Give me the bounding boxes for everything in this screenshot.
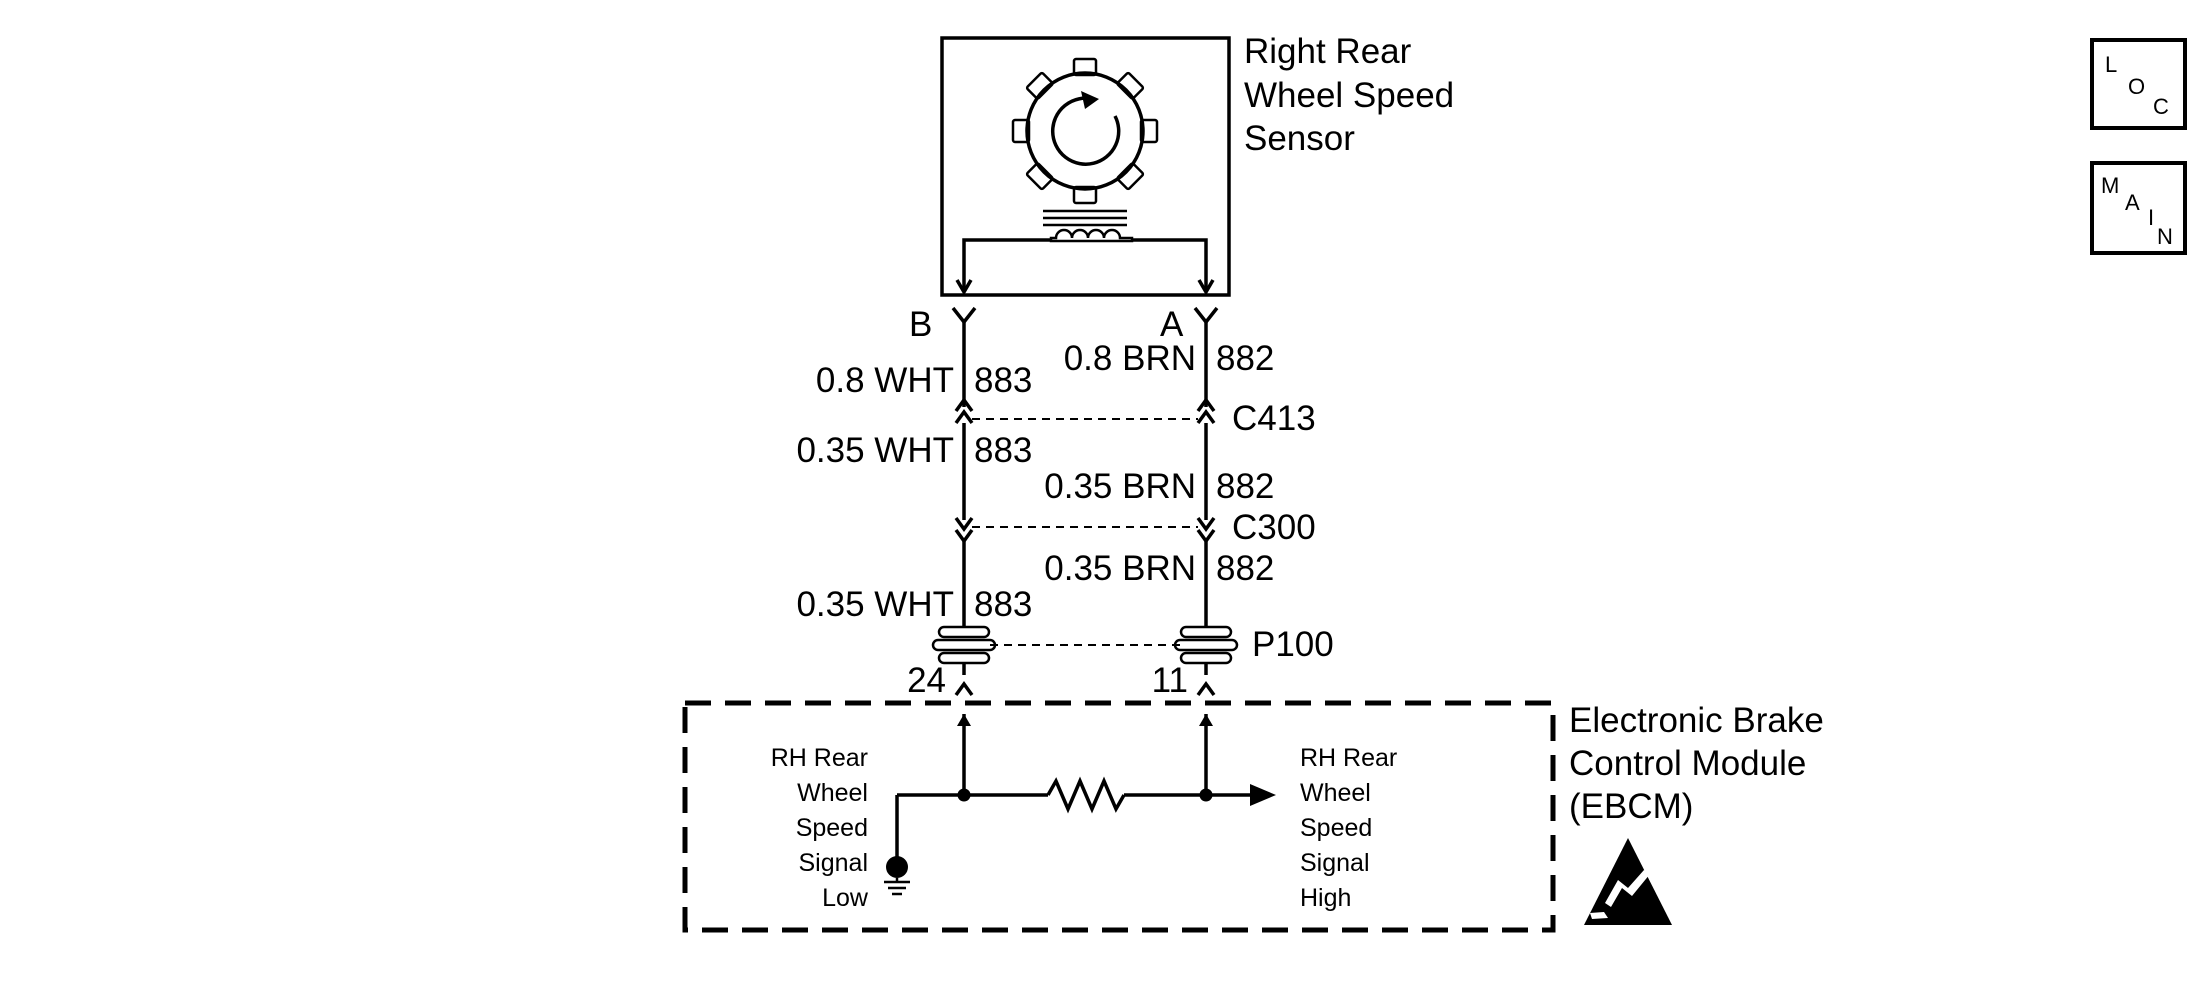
loc-tab[interactable]: L O C <box>2090 38 2187 130</box>
loc-tab-letter-o: O <box>2128 74 2145 99</box>
connector-c300-label: C300 <box>1232 508 1316 547</box>
wire-882-circuit-2: 882 <box>1216 467 1274 506</box>
wire-883-gauge-2: 0.35 WHT <box>796 431 954 470</box>
loc-tab-letter-c: C <box>2153 94 2169 119</box>
wire-883-gauge-3: 0.35 WHT <box>796 585 954 624</box>
main-tab-letter-a: A <box>2125 190 2140 215</box>
high-signal-line-3: Speed <box>1300 814 1372 842</box>
left-wire <box>951 306 977 795</box>
esd-warning-icon <box>1584 838 1672 925</box>
sensor-title-line-3: Sensor <box>1244 119 1355 158</box>
module-title-line-3: (EBCM) <box>1569 787 1693 826</box>
wire-882-circuit-3: 882 <box>1216 549 1274 588</box>
gear-icon <box>1011 57 1159 205</box>
low-signal-line-3: Speed <box>796 814 868 842</box>
connector-p100-label: P100 <box>1252 625 1334 664</box>
sensor-title-line-1: Right Rear <box>1244 32 1412 71</box>
pin-11-label: 11 <box>1152 661 1188 700</box>
wire-882-gauge-2: 0.35 BRN <box>1044 467 1196 506</box>
ebcm-box <box>682 700 1556 933</box>
wire-883-gauge-1: 0.8 WHT <box>816 361 954 400</box>
low-signal-line-2: Wheel <box>797 779 868 807</box>
low-signal-line-1: RH Rear <box>771 744 868 772</box>
p100-grommet-right <box>1173 625 1239 665</box>
loc-tab-letter-l: L <box>2105 52 2117 77</box>
coil-icon <box>955 209 1215 296</box>
wire-883-circuit-1: 883 <box>974 361 1032 400</box>
sensor-box <box>940 36 1231 297</box>
high-signal-line-1: RH Rear <box>1300 744 1397 772</box>
p100-grommet-left <box>931 625 997 665</box>
pin-24-label: 24 <box>907 661 946 700</box>
sensor-title-line-2: Wheel Speed <box>1244 76 1454 115</box>
high-signal-line-5: High <box>1300 884 1351 912</box>
main-tab-letter-m: M <box>2101 173 2119 198</box>
main-tab-letter-n: N <box>2157 224 2173 249</box>
sensor-pin-a-label: A <box>1160 305 1184 344</box>
wire-882-gauge-1: 0.8 BRN <box>1064 339 1196 378</box>
high-signal-line-4: Signal <box>1300 849 1370 877</box>
module-title-line-2: Control Module <box>1569 744 1806 783</box>
right-wire <box>1193 306 1219 795</box>
wire-883-circuit-3: 883 <box>974 585 1032 624</box>
main-tab[interactable]: M A I N <box>2090 161 2187 255</box>
wire-882-circuit-1: 882 <box>1216 339 1274 378</box>
main-tab-letter-i: I <box>2148 205 2154 230</box>
low-signal-line-5: Low <box>822 884 869 912</box>
wire-883-circuit-2: 883 <box>974 431 1032 470</box>
module-title-line-1: Electronic Brake <box>1569 701 1824 740</box>
wire-882-gauge-3: 0.35 BRN <box>1044 549 1196 588</box>
connector-c413-label: C413 <box>1232 399 1316 438</box>
ground-icon <box>884 856 910 896</box>
high-signal-line-2: Wheel <box>1300 779 1371 807</box>
ebcm-internal-circuit <box>895 776 1276 862</box>
low-signal-line-4: Signal <box>799 849 869 877</box>
sensor-pin-b-label: B <box>909 305 932 344</box>
